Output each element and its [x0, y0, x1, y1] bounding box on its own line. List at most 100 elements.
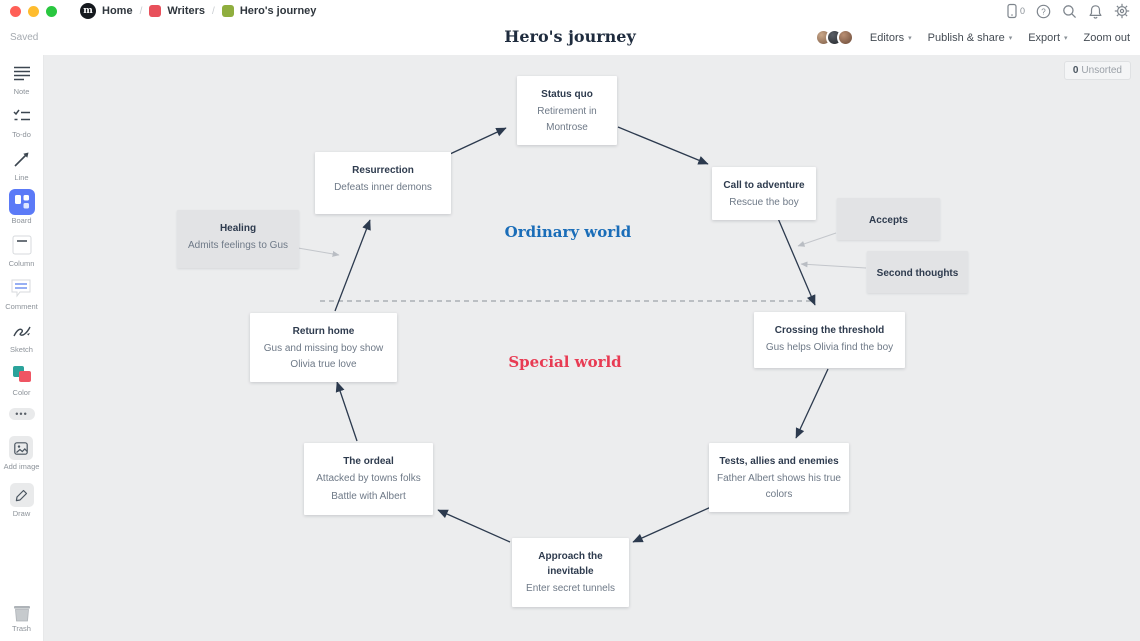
tool-board[interactable]: Board	[8, 189, 35, 225]
tool-label: Trash	[12, 624, 31, 633]
tool-todo[interactable]: To-do	[9, 104, 35, 139]
note-card-call-to-adventure[interactable]: Call to adventure Rescue the boy	[712, 167, 816, 220]
editors-label: Editors	[869, 31, 905, 44]
note-card-the-ordeal[interactable]: The ordeal Attacked by towns folks Battl…	[304, 443, 433, 515]
export-label: Export	[1028, 31, 1061, 44]
svg-text:?: ?	[1041, 7, 1046, 16]
card-title: Call to adventure	[723, 180, 805, 191]
zoom-window-button[interactable]	[46, 5, 57, 17]
window-controls	[10, 5, 57, 17]
trash-dropzone[interactable]: Trash	[0, 603, 43, 633]
note-card-tests-allies-and-enemies[interactable]: Tests, allies and enemies Father Albert …	[709, 443, 849, 512]
zone-label-ordinary-world[interactable]: Ordinary world	[504, 223, 632, 241]
search-icon[interactable]	[1062, 4, 1077, 19]
editor-avatars[interactable]	[814, 29, 854, 46]
card-body: Admits feelings to Gus	[187, 240, 289, 251]
note-card-status-quo[interactable]: Status quo Retirement in Montrose	[517, 76, 617, 145]
connector-ordeal-returnhome[interactable]	[335, 381, 358, 442]
tool-note[interactable]: Note	[9, 61, 35, 96]
breadcrumb-label: Hero's journey	[239, 5, 317, 17]
connector-tests-approach[interactable]	[632, 506, 712, 543]
connector-resurrection-statusquo[interactable]	[449, 127, 507, 155]
card-body: Rescue the boy	[729, 197, 799, 208]
card-title: Return home	[292, 326, 355, 337]
connector-calltoadventure-crossing[interactable]	[776, 215, 816, 306]
tool-sketch[interactable]: Sketch	[9, 319, 35, 354]
help-icon[interactable]: ?	[1036, 4, 1051, 19]
notifications-bell-icon[interactable]	[1088, 4, 1103, 19]
note-card-return-home[interactable]: Return home Gus and missing boy show Oli…	[250, 313, 397, 382]
sketch-icon	[9, 319, 35, 343]
green-board-icon	[221, 5, 234, 17]
todo-icon	[9, 104, 35, 128]
top-icon-group: 0 ?	[1006, 3, 1130, 19]
tool-color[interactable]: Color	[9, 362, 35, 397]
tool-add-image[interactable]: Add image	[3, 436, 40, 471]
note-card-second-thoughts[interactable]: Second thoughts	[867, 251, 968, 293]
card-title: Second thoughts	[876, 268, 959, 279]
unsorted-count: 0	[1072, 65, 1079, 76]
tool-label: Color	[12, 388, 31, 397]
note-card-healing[interactable]: Healing Admits feelings to Gus	[177, 210, 299, 268]
tool-label: Comment	[5, 302, 38, 311]
tool-label: Draw	[12, 509, 31, 518]
card-body: Gus helps Olivia find the boy	[765, 342, 894, 353]
connector-crossing-tests[interactable]	[795, 368, 829, 439]
connector-secondthoughts[interactable]	[800, 261, 867, 269]
breadcrumb-home[interactable]: m Home	[80, 3, 133, 19]
tool-label: Line	[14, 173, 29, 182]
note-card-resurrection[interactable]: Resurrection Defeats inner demons	[315, 152, 451, 214]
toolbar-row: Saved Hero's journey Editors ▾ Publish &…	[0, 22, 1140, 55]
card-body: Attacked by towns folks	[316, 473, 421, 484]
tool-label: Sketch	[10, 345, 33, 354]
zoom-out-button[interactable]: Zoom out	[1084, 32, 1130, 44]
card-body: Enter secret tunnels	[526, 583, 615, 594]
card-body: Retirement in Montrose	[537, 106, 597, 133]
top-bar: m Home / Writers / Hero's journey 0 ?	[0, 0, 1140, 55]
card-title: Approach the inevitable	[538, 551, 603, 577]
connector-accepts[interactable]	[797, 232, 837, 247]
connector-returnhome-resurrection[interactable]	[334, 219, 371, 312]
connector-approach-ordeal[interactable]	[437, 509, 511, 543]
note-card-accepts[interactable]: Accepts	[837, 198, 940, 240]
breadcrumb-label: Home	[102, 5, 133, 17]
card-title: Accepts	[869, 215, 908, 226]
connector-healing[interactable]	[297, 247, 340, 257]
more-tools-button[interactable]: •••	[8, 408, 35, 420]
editors-dropdown[interactable]: Editors ▾	[870, 32, 912, 44]
comment-icon	[8, 276, 34, 300]
connector-layer	[297, 126, 867, 543]
tool-label: Board	[11, 216, 32, 225]
add-image-icon	[9, 436, 34, 460]
unsorted-label: Unsorted	[1081, 65, 1122, 76]
breadcrumb-heros-journey[interactable]: Hero's journey	[221, 5, 317, 17]
tool-comment[interactable]: Comment	[5, 276, 38, 311]
breadcrumb-writers[interactable]: Writers	[149, 5, 205, 17]
devices-button[interactable]: 0	[1006, 3, 1025, 19]
settings-gear-icon[interactable]	[1114, 3, 1130, 19]
connector-statusquo-calltoadventure[interactable]	[617, 126, 709, 165]
publish-share-dropdown[interactable]: Publish & share ▾	[928, 32, 1013, 44]
zoom-out-label: Zoom out	[1083, 31, 1130, 44]
note-card-crossing-the-threshold[interactable]: Crossing the threshold Gus helps Olivia …	[754, 312, 905, 368]
tool-label: Add image	[3, 462, 40, 471]
milanote-logo-icon: m	[80, 3, 96, 19]
card-title: Tests, allies and enemies	[719, 456, 839, 467]
export-dropdown[interactable]: Export ▾	[1028, 32, 1067, 44]
tool-sidebar: Note To-do Line Board Column Comment S	[0, 55, 44, 641]
page-title: Hero's journey	[504, 27, 636, 46]
note-card-approach-the-inevitable[interactable]: Approach the inevitable Enter secret tun…	[512, 538, 629, 607]
tool-line[interactable]: Line	[9, 147, 35, 182]
card-title: Status quo	[541, 89, 593, 100]
minimize-window-button[interactable]	[28, 5, 39, 17]
card-title: Healing	[219, 223, 257, 234]
saved-status: Saved	[10, 32, 39, 43]
tool-column[interactable]: Column	[9, 233, 35, 268]
avatar	[836, 29, 854, 46]
zone-label-special-world[interactable]: Special world	[508, 353, 622, 371]
close-window-button[interactable]	[10, 5, 21, 17]
tool-label: Column	[8, 259, 35, 268]
tool-draw[interactable]: Draw	[9, 483, 34, 518]
